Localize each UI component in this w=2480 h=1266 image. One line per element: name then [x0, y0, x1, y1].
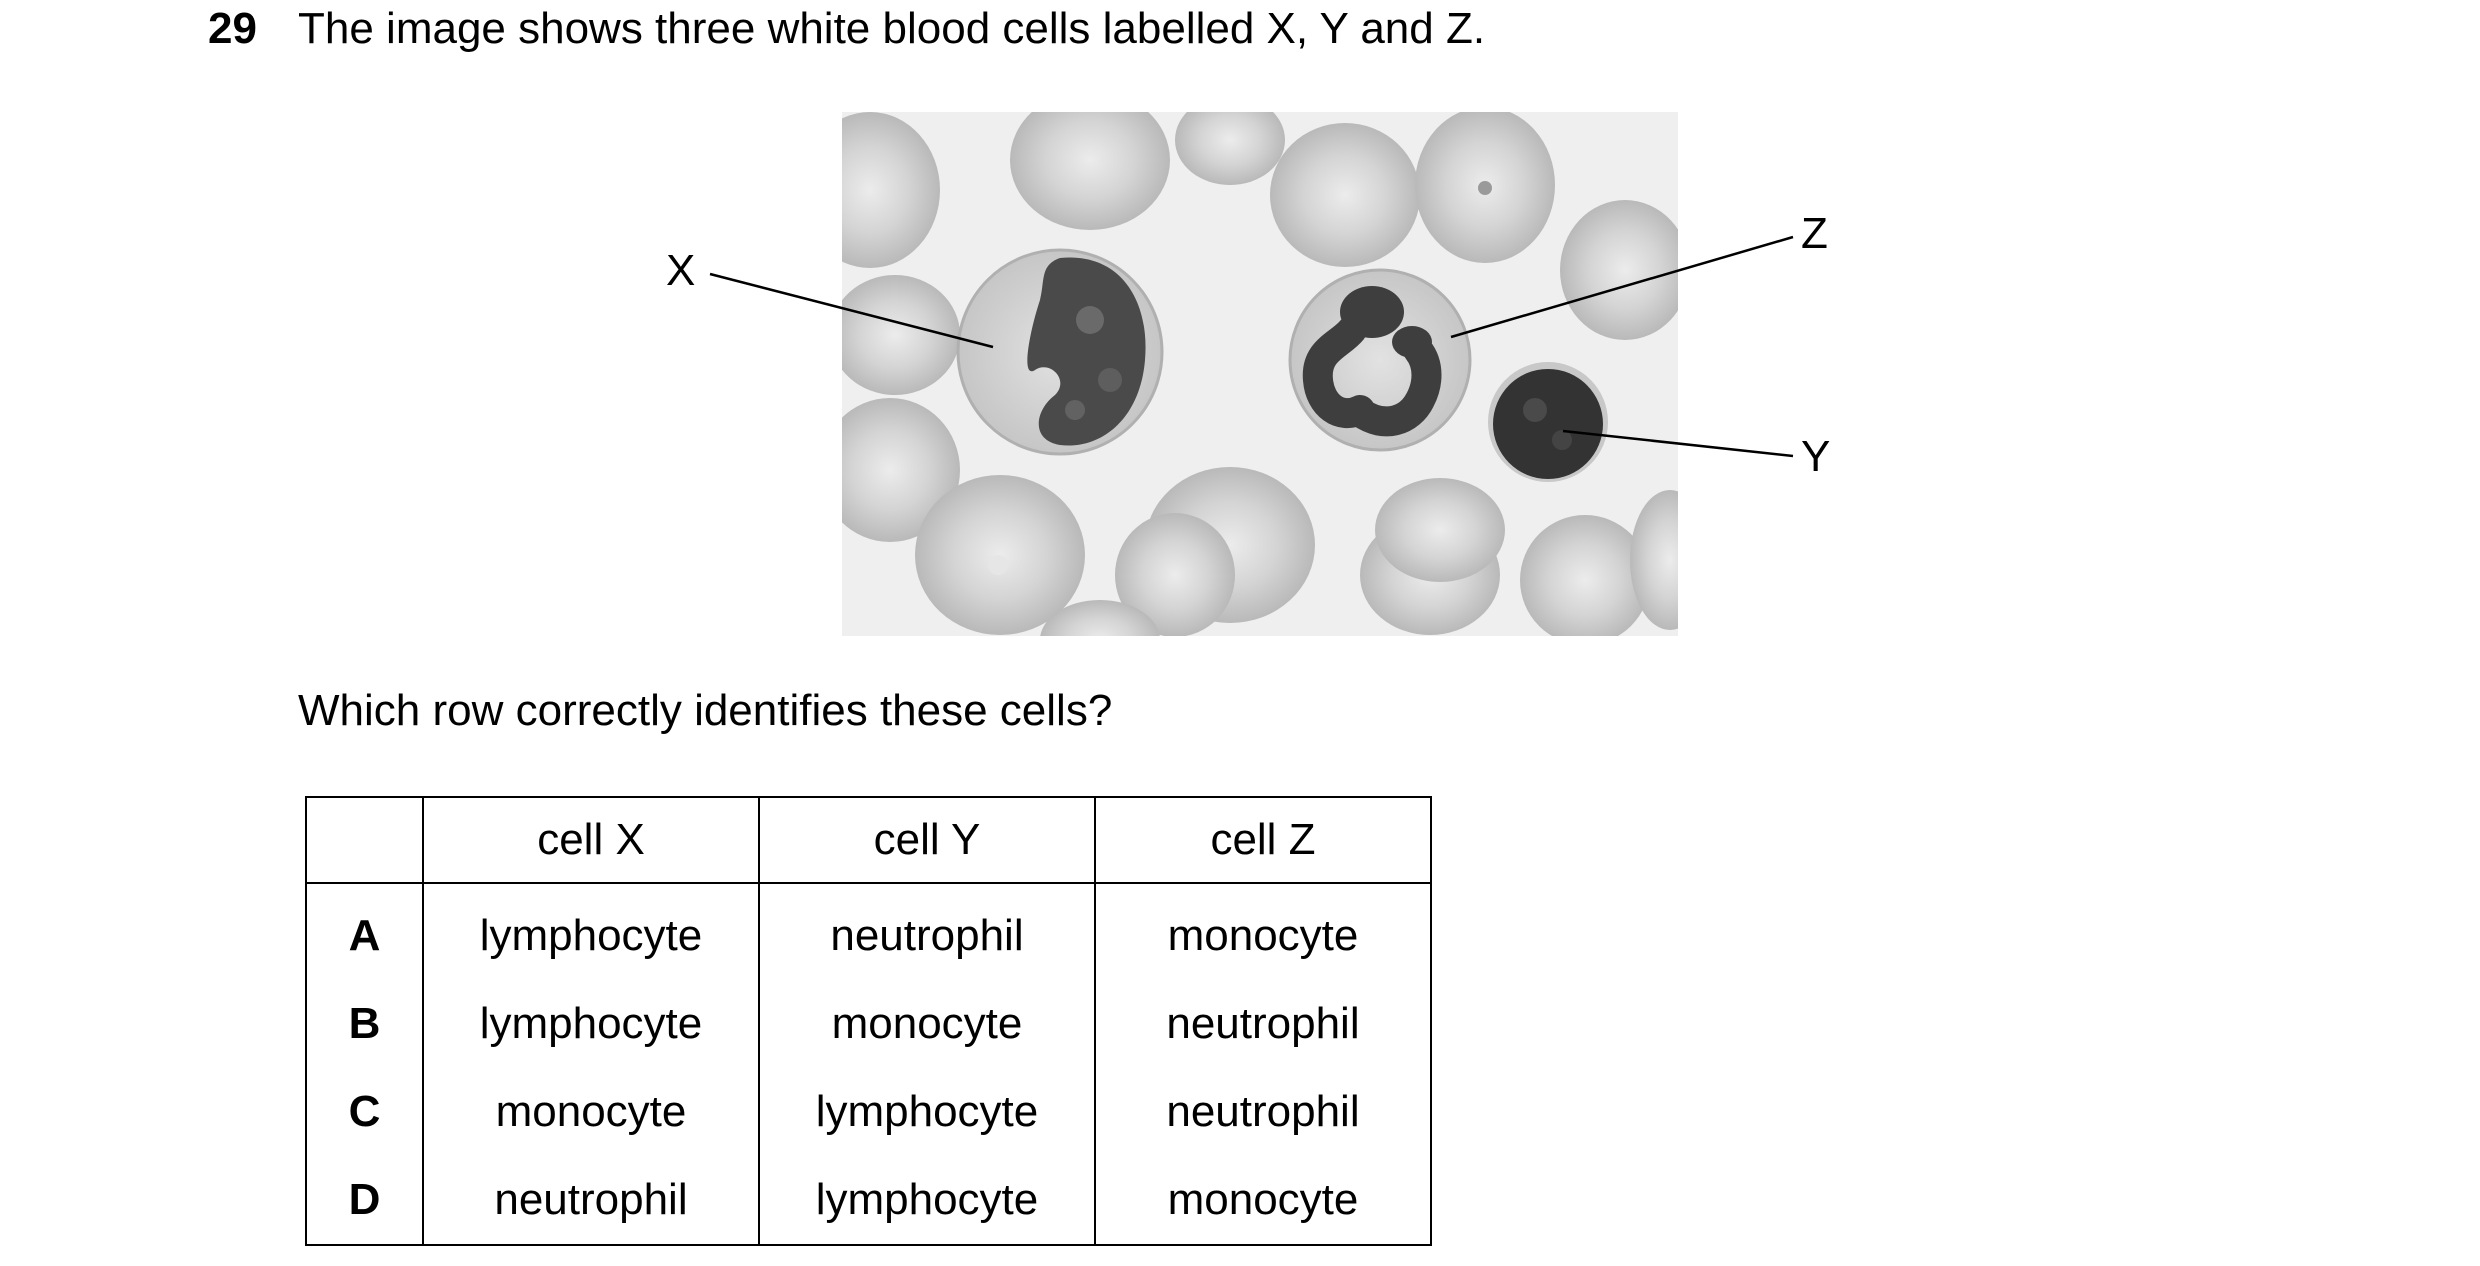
- row-cell-z: monocyte: [1094, 1156, 1432, 1246]
- row-cell-y: monocyte: [758, 980, 1096, 1068]
- table-row: B lymphocyte monocyte neutrophil: [305, 980, 1432, 1068]
- header-cell-z: cell Z: [1094, 796, 1432, 884]
- question-text: The image shows three white blood cells …: [298, 4, 1486, 53]
- question-number: 29: [208, 4, 257, 53]
- row-cell-x: monocyte: [422, 1068, 760, 1156]
- leader-line-z: [1450, 235, 1794, 339]
- row-cell-x: lymphocyte: [422, 883, 760, 980]
- question-prompt: Which row correctly identifies these cel…: [298, 686, 1113, 735]
- header-cell-x: cell X: [422, 796, 760, 884]
- answer-table: cell X cell Y cell Z A lymphocyte neutro…: [305, 796, 1432, 1246]
- label-x: X: [666, 246, 696, 295]
- row-option-label: C: [305, 1068, 424, 1156]
- red-blood-cells: [842, 112, 1678, 636]
- row-cell-x: neutrophil: [422, 1156, 760, 1246]
- label-z: Z: [1801, 209, 1828, 258]
- row-cell-z: neutrophil: [1094, 1068, 1432, 1156]
- row-option-label: D: [305, 1156, 424, 1246]
- label-y: Y: [1801, 432, 1831, 481]
- white-cell-x: [956, 248, 1164, 456]
- leader-line-x: [709, 272, 994, 349]
- row-option-label: A: [305, 883, 424, 980]
- row-cell-z: monocyte: [1094, 883, 1432, 980]
- white-cell-z: [1288, 268, 1472, 452]
- row-option-label: B: [305, 980, 424, 1068]
- table-row: D neutrophil lymphocyte monocyte: [305, 1156, 1432, 1246]
- row-cell-y: lymphocyte: [758, 1068, 1096, 1156]
- table-header-row: cell X cell Y cell Z: [305, 796, 1432, 884]
- row-cell-y: neutrophil: [758, 883, 1096, 980]
- row-cell-y: lymphocyte: [758, 1156, 1096, 1246]
- leader-line-y: [1562, 429, 1794, 458]
- blood-cell-micrograph: [709, 112, 1794, 636]
- table-row: C monocyte lymphocyte neutrophil: [305, 1068, 1432, 1156]
- header-option: [305, 796, 424, 884]
- table-row: A lymphocyte neutrophil monocyte: [305, 883, 1432, 980]
- row-cell-z: neutrophil: [1094, 980, 1432, 1068]
- label-leader-lines: [709, 235, 1794, 458]
- row-cell-x: lymphocyte: [422, 980, 760, 1068]
- header-cell-y: cell Y: [758, 796, 1096, 884]
- micrograph-photo: [842, 112, 1678, 636]
- white-cell-y: [1488, 362, 1608, 482]
